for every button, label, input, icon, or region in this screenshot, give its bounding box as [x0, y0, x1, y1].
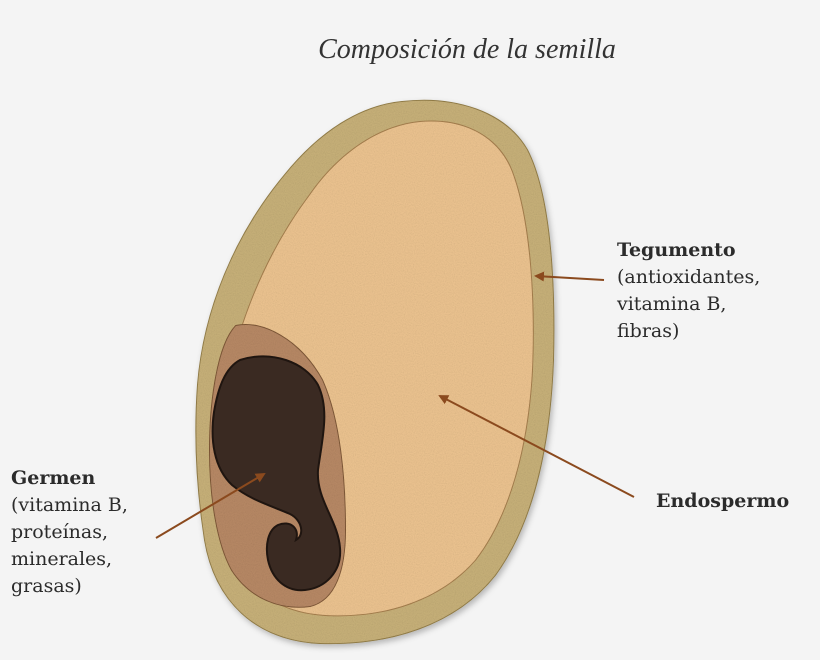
label-germen-line: minerales,: [11, 548, 113, 570]
label-endospermo: Endospermo: [656, 490, 790, 512]
label-germen-line: grasas): [11, 575, 82, 597]
diagram-title: Composición de la semilla: [318, 34, 616, 65]
label-tegumento: Tegumento (antioxidantes, vitamina B, fi…: [617, 237, 760, 345]
label-tegumento-heading: Tegumento: [617, 239, 736, 261]
arrow-endospermo: [438, 395, 635, 498]
label-tegumento-line: (antioxidantes,: [617, 266, 761, 288]
label-tegumento-line: vitamina B,: [617, 293, 727, 315]
germen-inner: [211, 355, 342, 592]
label-germen-line: proteínas,: [11, 521, 108, 543]
label-germen-line: (vitamina B,: [11, 494, 128, 516]
label-germen: Germen (vitamina B, proteínas, minerales…: [11, 465, 128, 600]
label-tegumento-line: fibras): [617, 320, 680, 342]
arrow-germen: [155, 472, 266, 539]
arrow-tegumento: [534, 271, 605, 282]
label-germen-heading: Germen: [11, 467, 96, 489]
